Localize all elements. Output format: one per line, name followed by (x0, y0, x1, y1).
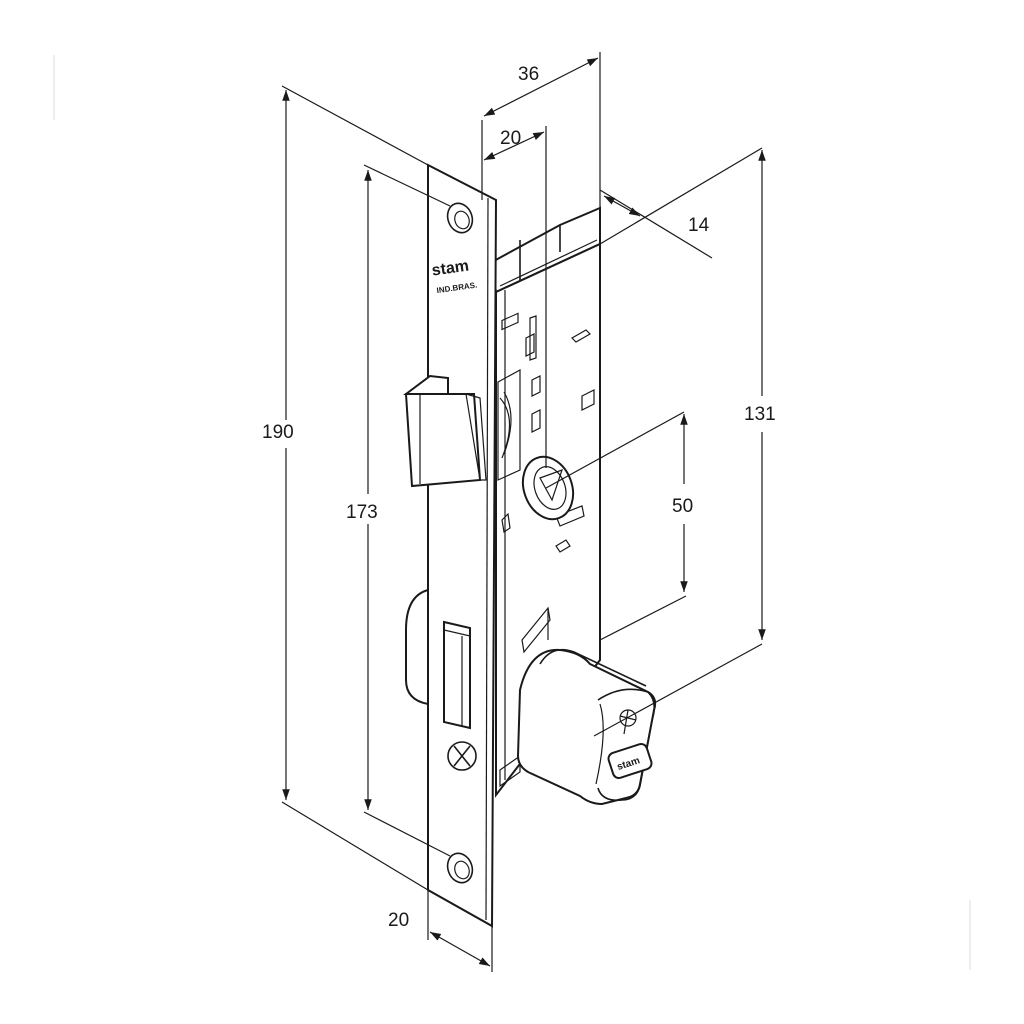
cylinder-logo: stam (607, 743, 653, 779)
dim-backset: 36 (518, 64, 539, 85)
bottom-screw-hole (446, 852, 474, 884)
follower-hub (521, 455, 575, 521)
dim-faceplate-width: 20 (388, 910, 409, 931)
center-screw-icon (447, 741, 477, 771)
dim-width-20-top: 20 (500, 128, 521, 149)
case-slot (501, 312, 595, 553)
dim-overall-height: 190 (262, 422, 294, 443)
dim-depth: 14 (688, 215, 710, 236)
deadbolt (443, 620, 471, 730)
dimension-labels: 190 173 20 36 20 14 131 50 (262, 64, 776, 931)
brand-logo-text: stam (431, 258, 470, 280)
faceplate: stam IND.BRAS. (403, 163, 498, 928)
dim-inner-height: 173 (346, 502, 378, 523)
crop-marks (53, 55, 971, 970)
dim-spacing-131: 131 (744, 404, 776, 425)
latch-bolt (403, 374, 487, 488)
top-screw-hole (446, 202, 474, 234)
lock-cylinder: stam (516, 648, 657, 806)
dim-spacing-50: 50 (672, 496, 693, 517)
dimension-lines (281, 52, 766, 972)
